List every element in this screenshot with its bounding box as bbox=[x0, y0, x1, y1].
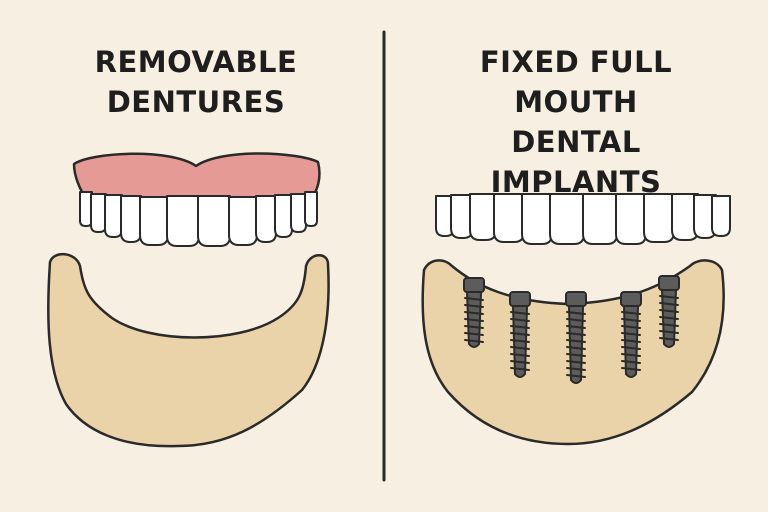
implant-bridge-icon bbox=[435, 193, 731, 245]
implant-thread bbox=[510, 318, 530, 322]
implant-thread bbox=[621, 367, 641, 371]
implant-thread bbox=[510, 353, 530, 357]
tooth bbox=[290, 193, 307, 233]
implant-post-icon bbox=[565, 291, 587, 384]
implant-abutment bbox=[565, 291, 587, 307]
implant-thread bbox=[659, 302, 679, 306]
implant-abutment bbox=[658, 275, 680, 291]
implant-posts bbox=[463, 275, 680, 384]
implant-abutment bbox=[620, 291, 642, 307]
implant-abutment bbox=[509, 291, 531, 307]
implant-thread bbox=[566, 367, 586, 371]
tooth bbox=[643, 193, 675, 243]
implant-thread bbox=[464, 304, 484, 308]
tooth bbox=[166, 195, 200, 247]
title-line: REMOVABLE bbox=[94, 45, 298, 79]
implant-post-icon bbox=[509, 291, 531, 378]
implant-thread bbox=[566, 374, 586, 378]
implant-thread bbox=[510, 325, 530, 329]
implant-post-icon bbox=[463, 277, 485, 348]
implant-abutment bbox=[463, 277, 485, 293]
tooth bbox=[469, 193, 497, 241]
implant-thread bbox=[621, 318, 641, 322]
implant-thread bbox=[621, 353, 641, 357]
tooth bbox=[549, 193, 585, 245]
implant-thread bbox=[566, 318, 586, 322]
implant-thread bbox=[621, 332, 641, 336]
tooth bbox=[228, 196, 258, 246]
implant-thread bbox=[621, 346, 641, 350]
implant-thread bbox=[621, 360, 641, 364]
implant-thread bbox=[510, 360, 530, 364]
implant-thread bbox=[621, 339, 641, 343]
implant-thread bbox=[464, 332, 484, 336]
implant-thread bbox=[566, 311, 586, 315]
implant-thread bbox=[510, 332, 530, 336]
implant-thread bbox=[621, 311, 641, 315]
implants-title: FIXED FULL MOUTH DENTAL IMPLANTS bbox=[426, 42, 726, 202]
implant-thread bbox=[510, 339, 530, 343]
implant-thread bbox=[510, 311, 530, 315]
denture-teeth bbox=[79, 191, 318, 247]
implant-thread bbox=[659, 316, 679, 320]
tooth bbox=[615, 193, 647, 245]
tooth bbox=[582, 193, 618, 245]
jawbone-icon bbox=[47, 253, 330, 448]
implant-thread bbox=[659, 295, 679, 299]
implant-thread bbox=[566, 360, 586, 364]
implant-screw bbox=[567, 305, 585, 384]
implant-thread bbox=[659, 337, 679, 341]
implant-thread bbox=[464, 325, 484, 329]
tooth bbox=[104, 194, 123, 238]
implant-thread bbox=[659, 323, 679, 327]
title-line: DENTURES bbox=[106, 85, 286, 119]
implant-post-icon bbox=[620, 291, 642, 378]
tooth bbox=[304, 191, 318, 227]
tooth bbox=[493, 193, 525, 243]
tooth bbox=[197, 195, 231, 247]
implant-thread bbox=[464, 339, 484, 343]
tooth bbox=[521, 193, 553, 245]
tooth bbox=[711, 195, 731, 237]
implant-thread bbox=[566, 339, 586, 343]
denture-icon bbox=[72, 152, 321, 247]
implant-thread bbox=[659, 330, 679, 334]
implant-thread bbox=[566, 353, 586, 357]
title-line: FIXED FULL MOUTH bbox=[479, 45, 673, 119]
removable-dentures-title: REMOVABLE DENTURES bbox=[46, 42, 346, 122]
implant-thread bbox=[566, 325, 586, 329]
implant-thread bbox=[566, 346, 586, 350]
tooth bbox=[139, 196, 169, 246]
implant-thread bbox=[621, 325, 641, 329]
implant-thread bbox=[464, 311, 484, 315]
implant-post-icon bbox=[658, 275, 680, 348]
implant-thread bbox=[464, 318, 484, 322]
tooth bbox=[255, 195, 277, 243]
tooth bbox=[120, 195, 142, 243]
implant-thread bbox=[566, 332, 586, 336]
tooth bbox=[274, 194, 293, 238]
title-line: DENTAL IMPLANTS bbox=[490, 125, 662, 199]
tooth bbox=[90, 193, 107, 233]
implant-thread bbox=[464, 297, 484, 301]
implant-thread bbox=[510, 367, 530, 371]
denture-gum bbox=[72, 152, 321, 200]
implant-thread bbox=[510, 346, 530, 350]
implant-thread bbox=[659, 309, 679, 313]
